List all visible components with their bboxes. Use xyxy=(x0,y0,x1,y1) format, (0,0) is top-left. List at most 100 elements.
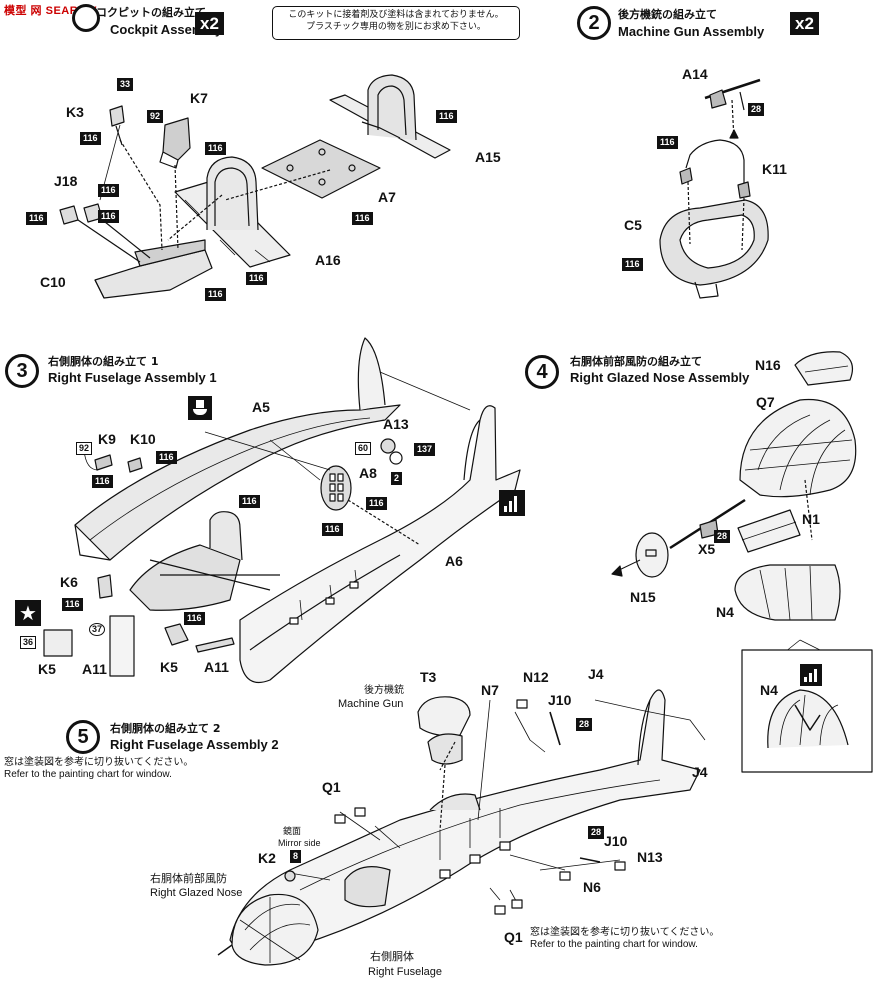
star-icon: ★ xyxy=(15,600,41,626)
part-q7: Q7 xyxy=(756,394,775,410)
paint-badge-92: 92 xyxy=(147,110,164,123)
mirror-en: Mirror side xyxy=(278,838,321,848)
machine-gun-jp: 後方機銃 xyxy=(364,685,404,696)
part-n13: N13 xyxy=(637,849,663,865)
cockpit-floor-c10 xyxy=(94,239,213,299)
paint-badge-137: 137 xyxy=(414,443,436,456)
step5-title-en: Right Fuselage Assembly 2 xyxy=(110,737,279,752)
step3-title-jp: 右側胴体の組み立て 1 xyxy=(48,355,159,368)
nose-n4-detail xyxy=(767,689,849,749)
step1-number-icon xyxy=(72,4,100,32)
step5-note2-jp: 窓は塗装図を参考に切り抜いてください。 xyxy=(530,927,720,938)
part-n15: N15 xyxy=(630,589,656,605)
part-k5-b: K5 xyxy=(160,659,178,675)
step3-number: 3 xyxy=(5,354,39,388)
paint-badge-28: 28 xyxy=(576,718,593,731)
part-j10-b: J10 xyxy=(604,833,628,849)
part-j4-a: J4 xyxy=(588,666,604,682)
part-n7: N7 xyxy=(481,682,499,698)
part-n4-b: N4 xyxy=(760,682,778,698)
paint-badge-116: 116 xyxy=(98,210,119,223)
paint-badge-36: 36 xyxy=(20,636,37,649)
bulkhead-a15 xyxy=(329,74,451,159)
gun-frame-k11 xyxy=(679,139,751,251)
part-a14: A14 xyxy=(682,66,708,82)
paint-stripes-icon xyxy=(800,664,822,686)
paint-badge-116: 116 xyxy=(352,212,373,225)
paint-badge-116: 116 xyxy=(80,132,101,145)
seat-k7 xyxy=(159,117,191,169)
rudder-pedals-k3 xyxy=(109,105,163,251)
bulkhead-a16 xyxy=(174,156,291,268)
right-fuselage-jp: 右側胴体 xyxy=(370,951,414,963)
part-k7: K7 xyxy=(190,90,208,106)
paint-badge-116: 116 xyxy=(322,523,343,536)
gun-mount-c5 xyxy=(659,199,769,299)
step1-title-en: Cockpit Assembly xyxy=(110,22,223,37)
window-n1 xyxy=(737,509,801,553)
notice-line-2: プラスチック専用の物を別にお求め下さい。 xyxy=(306,22,486,33)
step1-multiplier: x2 xyxy=(195,12,224,35)
part-q1-a: Q1 xyxy=(322,779,341,795)
part-k5-a: K5 xyxy=(38,661,56,677)
paint-badge-116: 116 xyxy=(657,136,678,149)
part-k11: K11 xyxy=(762,161,787,177)
paint-badge-116: 116 xyxy=(62,598,83,611)
fuselage-a6 xyxy=(239,405,521,684)
paint-badge-28: 28 xyxy=(714,530,731,543)
gun-a14 xyxy=(704,78,761,141)
paint-badge-37: 37 xyxy=(89,623,106,636)
paint-badge-60: 60 xyxy=(355,442,372,455)
part-a11-a: A11 xyxy=(82,661,107,677)
step1-title-jp: コクピットの組み立て xyxy=(96,6,206,19)
canopy-n16 xyxy=(794,351,853,386)
part-k9: K9 xyxy=(98,431,116,447)
step4-title-en: Right Glazed Nose Assembly xyxy=(570,370,750,385)
fuselage-assembly xyxy=(229,689,701,953)
part-a6: A6 xyxy=(445,553,463,569)
step2-number: 2 xyxy=(577,6,611,40)
step2-title-jp: 後方機銃の組み立て xyxy=(618,8,717,21)
part-a13: A13 xyxy=(383,416,409,432)
part-a8: A8 xyxy=(359,465,377,481)
step5-number: 5 xyxy=(66,720,100,754)
part-k3: K3 xyxy=(66,104,84,120)
part-n6: N6 xyxy=(583,879,601,895)
paint-badge-28: 28 xyxy=(748,103,765,116)
paint-badge-116: 116 xyxy=(246,272,267,285)
paint-badge-116: 116 xyxy=(156,451,177,464)
floor-a7 xyxy=(261,139,381,199)
paint-badge-2: 2 xyxy=(391,472,403,485)
paint-badge-116: 116 xyxy=(205,142,226,155)
step2-title-en: Machine Gun Assembly xyxy=(618,24,765,39)
part-x5: X5 xyxy=(698,541,716,557)
part-t3: T3 xyxy=(420,669,437,685)
step4-title-jp: 右胴体前部風防の組み立て xyxy=(570,355,702,368)
mirror-jp: 鏡面 xyxy=(283,826,302,836)
paint-badge-116: 116 xyxy=(622,258,643,271)
paint-badge-92: 92 xyxy=(76,442,93,455)
part-j10-a: J10 xyxy=(548,692,572,708)
paint-badge-116: 116 xyxy=(205,288,226,301)
part-a11-b: A11 xyxy=(204,659,229,675)
nose-n4 xyxy=(734,564,841,621)
step5-title-jp: 右側胴体の組み立て 2 xyxy=(110,722,221,735)
paint-badge-116: 116 xyxy=(239,495,260,508)
part-a16: A16 xyxy=(315,252,341,268)
part-a5: A5 xyxy=(252,399,270,415)
part-a7: A7 xyxy=(378,189,396,205)
part-c10: C10 xyxy=(40,274,66,290)
step4-number: 4 xyxy=(525,355,559,389)
control-parts-j18 xyxy=(59,203,151,263)
cockpit-subassembly xyxy=(129,511,280,611)
step5-note-en: Refer to the painting chart for window. xyxy=(4,769,172,780)
part-j4-b: J4 xyxy=(692,764,708,780)
part-n4-a: N4 xyxy=(716,604,734,620)
paint-badge-116: 116 xyxy=(98,184,119,197)
part-n16: N16 xyxy=(755,357,781,373)
parts-k9-k10 xyxy=(83,449,143,473)
right-fuselage-en: Right Fuselage xyxy=(368,966,442,978)
nose-q7 xyxy=(739,398,857,498)
paint-badge-116: 116 xyxy=(26,212,47,225)
paint-badge-116: 116 xyxy=(436,110,457,123)
